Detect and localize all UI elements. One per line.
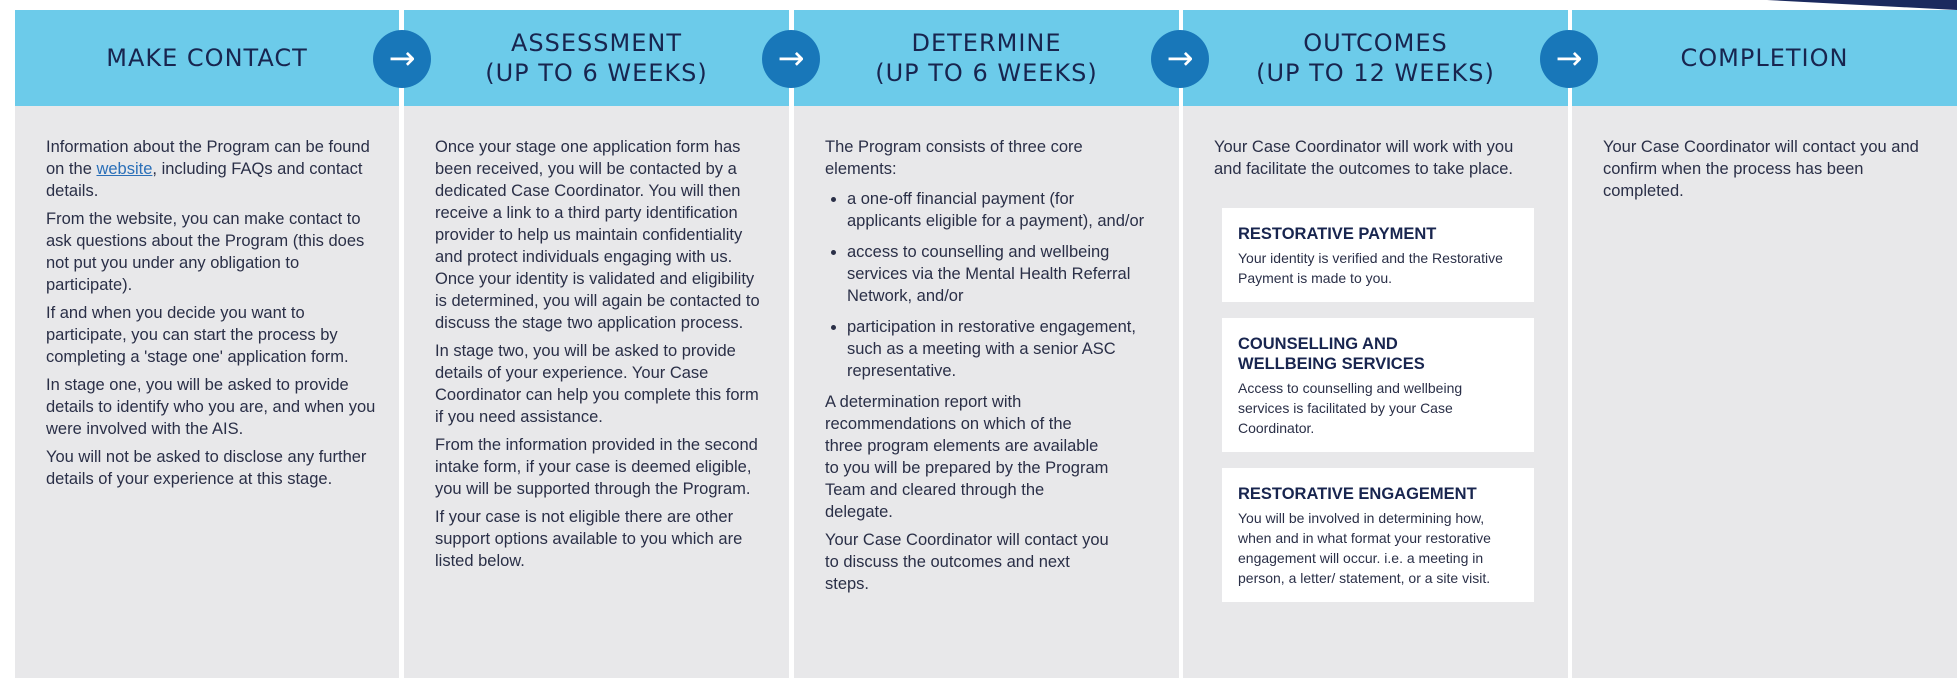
stage-duration: (UP TO 6 WEEKS)	[485, 59, 708, 87]
website-link[interactable]: website	[96, 160, 153, 178]
arrow-right-icon: →	[1540, 30, 1598, 88]
list-item: participation in restorative engagement,…	[847, 316, 1153, 382]
stage-header: COMPLETION	[1572, 10, 1957, 106]
stage-title: COMPLETION	[1680, 44, 1849, 72]
paragraph: In stage one, you will be asked to provi…	[46, 376, 376, 438]
corner-accent	[1767, 0, 1957, 10]
stage-make-contact: MAKE CONTACT Information about the Progr…	[15, 10, 399, 678]
paragraph: Information about the Program can be fou…	[46, 138, 370, 200]
paragraph: Your Case Coordinator will work with you…	[1214, 138, 1514, 178]
arrow-right-icon: →	[1151, 30, 1209, 88]
list-item: a one-off financial payment (for applica…	[847, 188, 1153, 232]
stage-header: OUTCOMES (UP TO 12 WEEKS)	[1183, 10, 1568, 106]
paragraph: If your case is not eligible there are o…	[435, 508, 743, 570]
outcome-cards: RESTORATIVE PAYMENT Your identity is ver…	[1214, 208, 1542, 602]
card-title: RESTORATIVE PAYMENT	[1238, 225, 1437, 243]
paragraph: In stage two, you will be asked to provi…	[435, 342, 759, 426]
stage-header: MAKE CONTACT	[15, 10, 399, 106]
stage-title: MAKE CONTACT	[106, 44, 308, 72]
stage-title: ASSESSMENT	[510, 29, 682, 57]
stage-outcomes: OUTCOMES (UP TO 12 WEEKS) Your Case Coor…	[1183, 10, 1568, 678]
stage-title: OUTCOMES	[1303, 29, 1448, 57]
card-title: RESTORATIVE ENGAGEMENT	[1238, 485, 1477, 503]
paragraph: The Program consists of three core eleme…	[825, 138, 1083, 178]
paragraph: Your Case Coordinator will contact you a…	[1603, 138, 1919, 200]
stage-duration: (UP TO 6 WEEKS)	[875, 59, 1098, 87]
stage-title: DETERMINE	[911, 29, 1062, 57]
stage-body: The Program consists of three core eleme…	[794, 106, 1179, 595]
stage-body: Your Case Coordinator will work with you…	[1183, 106, 1568, 602]
paragraph: A determination report with recommendati…	[825, 393, 1109, 521]
card-title: COUNSELLING AND WELLBEING SERVICES	[1238, 335, 1425, 373]
stage-header: ASSESSMENT (UP TO 6 WEEKS)	[404, 10, 789, 106]
stage-determine: DETERMINE (UP TO 6 WEEKS) The Program co…	[794, 10, 1179, 678]
elements-list: a one-off financial payment (for applica…	[825, 188, 1153, 382]
paragraph: From the information provided in the sec…	[435, 436, 758, 498]
card-description: Your identity is verified and the Restor…	[1238, 250, 1503, 286]
outcome-card-restorative-payment: RESTORATIVE PAYMENT Your identity is ver…	[1222, 208, 1534, 302]
paragraph: Your Case Coordinator will contact you t…	[825, 531, 1109, 593]
outcome-card-counselling: COUNSELLING AND WELLBEING SERVICES Acces…	[1222, 318, 1534, 452]
paragraph: Once your stage one application form has…	[435, 138, 760, 332]
arrow-right-icon: →	[373, 30, 431, 88]
paragraph: From the website, you can make contact t…	[46, 210, 365, 294]
stage-body: Once your stage one application form has…	[404, 106, 789, 572]
card-description: You will be involved in determining how,…	[1238, 510, 1491, 586]
list-item: access to counselling and wellbeing serv…	[847, 241, 1153, 307]
arrow-right-icon: →	[762, 30, 820, 88]
stage-body: Your Case Coordinator will contact you a…	[1572, 106, 1957, 202]
stage-assessment: ASSESSMENT (UP TO 6 WEEKS) Once your sta…	[404, 10, 789, 678]
stage-header: DETERMINE (UP TO 6 WEEKS)	[794, 10, 1179, 106]
stage-body: Information about the Program can be fou…	[15, 106, 399, 490]
card-description: Access to counselling and wellbeing serv…	[1238, 380, 1463, 436]
paragraph: If and when you decide you want to parti…	[46, 304, 349, 366]
paragraph: You will not be asked to disclose any fu…	[46, 448, 367, 488]
outcome-card-restorative-engagement: RESTORATIVE ENGAGEMENT You will be invol…	[1222, 468, 1534, 602]
stage-completion: COMPLETION Your Case Coordinator will co…	[1572, 10, 1957, 678]
stage-duration: (UP TO 12 WEEKS)	[1256, 59, 1495, 87]
